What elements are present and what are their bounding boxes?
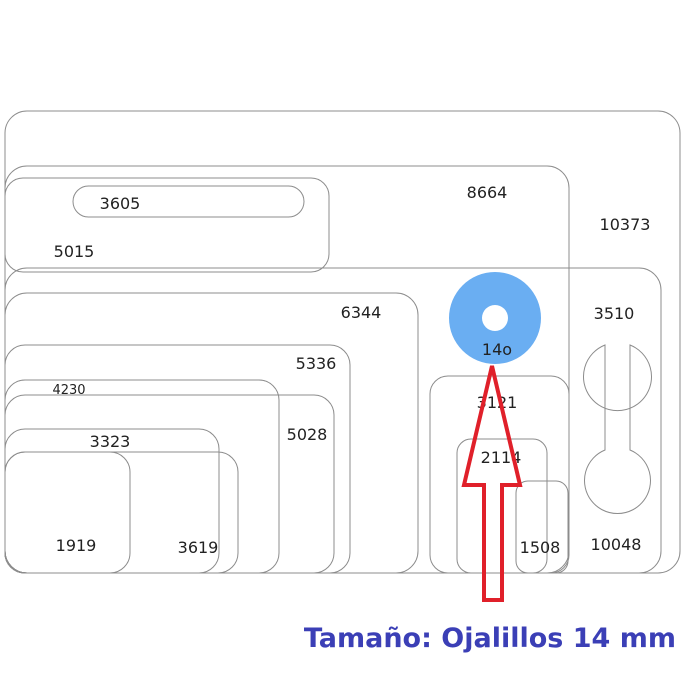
pointer-arrow [461, 365, 523, 602]
label-3619: 3619 [178, 538, 219, 557]
shape-outline-3510 [583, 344, 652, 515]
shape-outline-10373 [4, 110, 681, 574]
label-1508: 1508 [520, 538, 561, 557]
label-1919: 1919 [56, 536, 97, 555]
eyelet-ring-140 [449, 272, 541, 364]
shape-outline-1508 [515, 480, 569, 574]
label-4230: 4230 [52, 383, 85, 398]
label-6344: 6344 [341, 303, 382, 322]
label-140: 14o [482, 340, 512, 359]
label-5015: 5015 [54, 242, 95, 261]
label-3323: 3323 [90, 432, 131, 451]
size-caption: Tamaño: Ojalillos 14 mm [304, 623, 676, 654]
label-5028: 5028 [287, 425, 328, 444]
shape-outline-1919 [4, 451, 131, 574]
label-3605: 3605 [100, 194, 141, 213]
label-10048: 10048 [591, 535, 642, 554]
shape-outline-10048 [4, 267, 662, 574]
label-8664: 8664 [467, 183, 508, 202]
label-3510: 3510 [594, 304, 635, 323]
label-10373: 10373 [600, 215, 651, 234]
label-5336: 5336 [296, 354, 337, 373]
shape-outline-5015 [4, 177, 330, 273]
shape-outline-3605 [72, 185, 305, 218]
label-3121: 3121 [477, 393, 518, 412]
shape-outline-5028 [4, 394, 335, 574]
